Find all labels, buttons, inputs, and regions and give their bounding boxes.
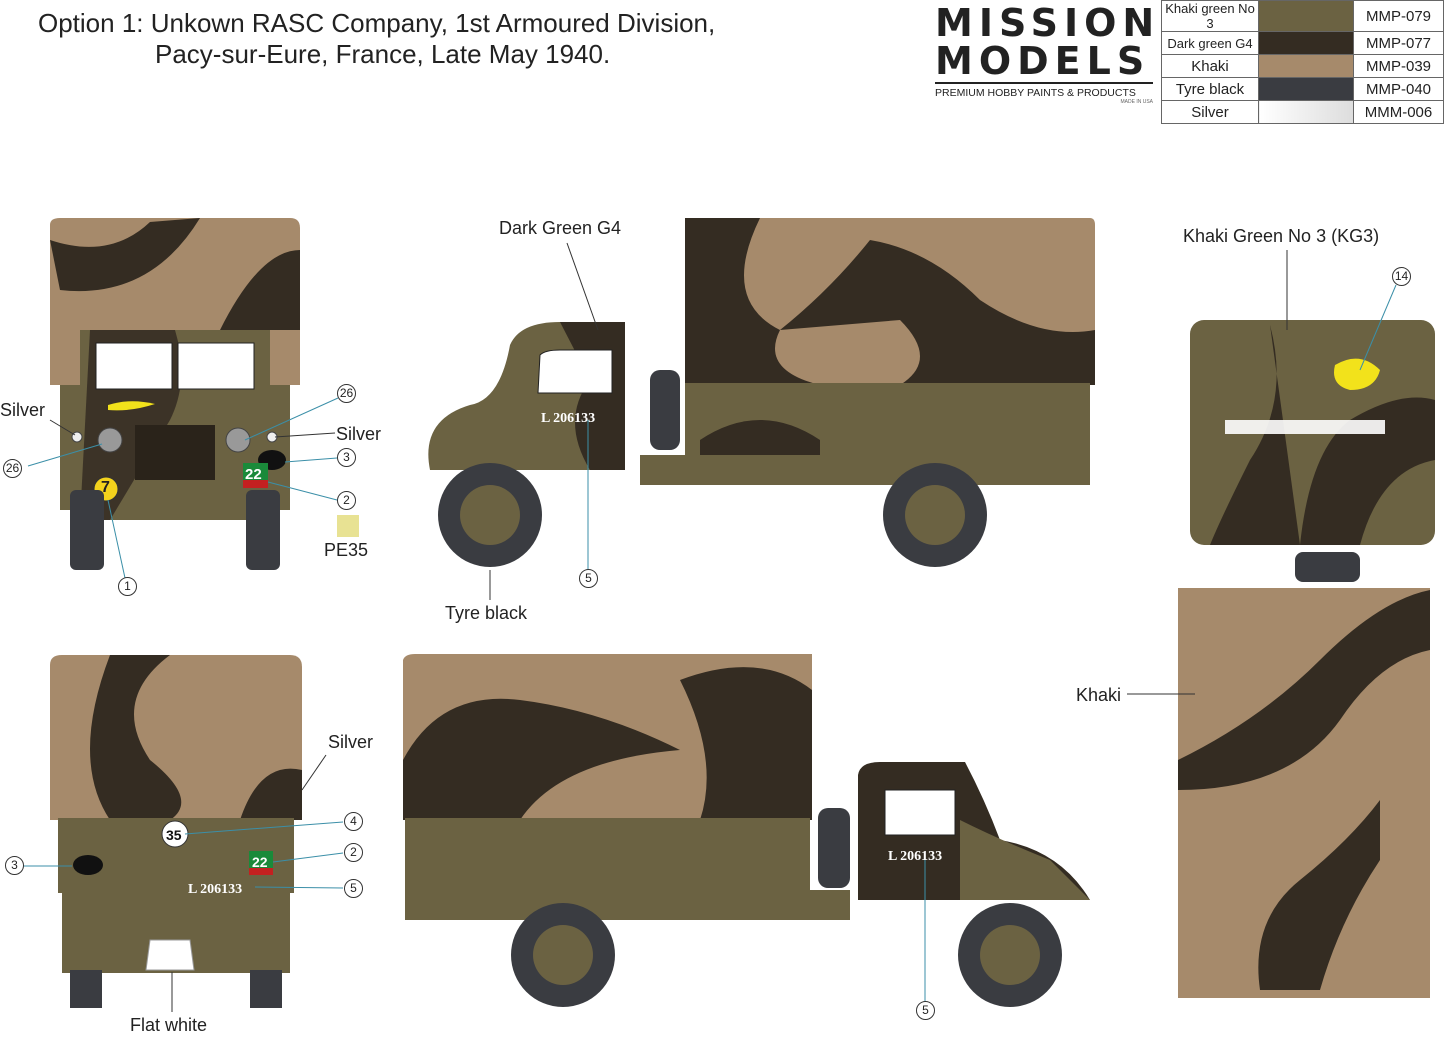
label-silver-right: Silver	[336, 424, 382, 444]
callout-1: 1	[118, 577, 137, 596]
leader-lines	[49, 242, 1288, 1012]
label-pe35: PE35	[324, 540, 369, 560]
paint-name: Tyre black	[1161, 77, 1259, 101]
callout-2: 2	[344, 843, 363, 862]
paint-name: Silver	[1161, 100, 1259, 124]
title-line-1: Option 1: Unkown RASC Company, 1st Armou…	[38, 8, 716, 38]
unit-sign-rear: 22	[252, 854, 268, 870]
label-tyre-black: Tyre black	[445, 603, 528, 623]
callout-26: 26	[337, 384, 356, 403]
label-silver-left: Silver	[0, 400, 46, 420]
label-khaki: Khaki	[1076, 685, 1122, 705]
side-view-right: L 206133	[403, 654, 1090, 1007]
callout-5: 5	[344, 879, 363, 898]
label-dark-green: Dark Green G4	[499, 218, 622, 238]
rear-view: 35 L 206133	[50, 655, 302, 1008]
callout-26: 26	[3, 459, 22, 478]
logo-line-2: MODELS	[935, 39, 1151, 83]
reg-number-side-2: L 206133	[888, 849, 942, 864]
label-kg3: Khaki Green No 3 (KG3)	[1183, 226, 1380, 246]
top-view	[1178, 320, 1435, 998]
side-view-left: L 206133	[428, 218, 1095, 567]
callout-3: 3	[337, 448, 356, 467]
paint-swatch	[1258, 77, 1354, 101]
bridge-plate-front: 7	[101, 479, 110, 496]
callout-14: 14	[1392, 267, 1411, 286]
callout-5: 5	[579, 569, 598, 588]
mission-models-logo: MISSION MODELS PREMIUM HOBBY PAINTS & PR…	[935, 1, 1161, 105]
paint-swatch	[1258, 100, 1354, 124]
callout-5: 5	[916, 1001, 935, 1020]
paint-code: MMM-006	[1353, 100, 1444, 124]
unit-sign-front: 22	[245, 466, 262, 483]
callout-2: 2	[337, 491, 356, 510]
bridge-plate-rear: 35	[166, 827, 182, 843]
callout-lines	[22, 284, 1397, 1002]
paint-swatch	[1258, 31, 1354, 55]
callout-4: 4	[344, 812, 363, 831]
logo-line-1: MISSION	[935, 1, 1161, 45]
reg-number-side: L 206133	[541, 411, 595, 426]
front-view	[50, 218, 359, 570]
reg-number-rear: L 206133	[188, 882, 242, 897]
paint-name: Khaki green No 3	[1161, 0, 1259, 32]
callout-3: 3	[5, 856, 24, 875]
logo-made-in: MADE IN USA	[1120, 99, 1153, 105]
label-flat-white: Flat white	[130, 1015, 208, 1035]
title-line-2: Pacy-sur-Eure, France, Late May 1940.	[155, 39, 611, 69]
logo-tagline: PREMIUM HOBBY PAINTS & PRODUCTS	[935, 87, 1136, 99]
paint-name: Khaki	[1161, 54, 1259, 78]
label-silver-rear: Silver	[328, 732, 374, 752]
paint-name: Dark green G4	[1161, 31, 1259, 55]
paint-row: Silver MMM-006	[1161, 100, 1444, 124]
